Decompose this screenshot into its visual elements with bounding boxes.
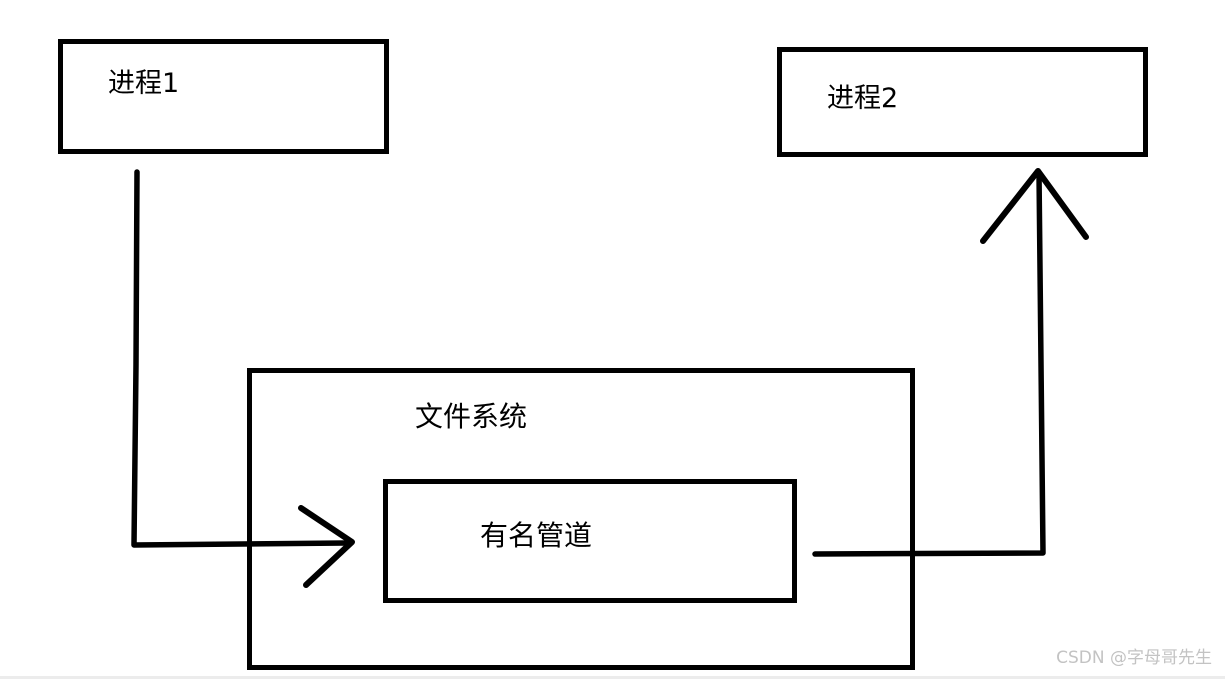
watermark: CSDN @字母哥先生	[1056, 648, 1212, 668]
node-process2: 进程2	[777, 47, 1148, 157]
node-process2-label: 进程2	[827, 83, 899, 114]
node-process1: 进程1	[58, 39, 389, 154]
node-filesystem-label: 文件系统	[415, 400, 528, 433]
node-process1-label: 进程1	[108, 68, 180, 99]
node-named-pipe-label: 有名管道	[480, 519, 593, 552]
node-named-pipe: 有名管道	[383, 479, 797, 603]
arrowhead-up-icon	[980, 168, 1089, 244]
bottom-edge-strip	[0, 676, 1225, 679]
